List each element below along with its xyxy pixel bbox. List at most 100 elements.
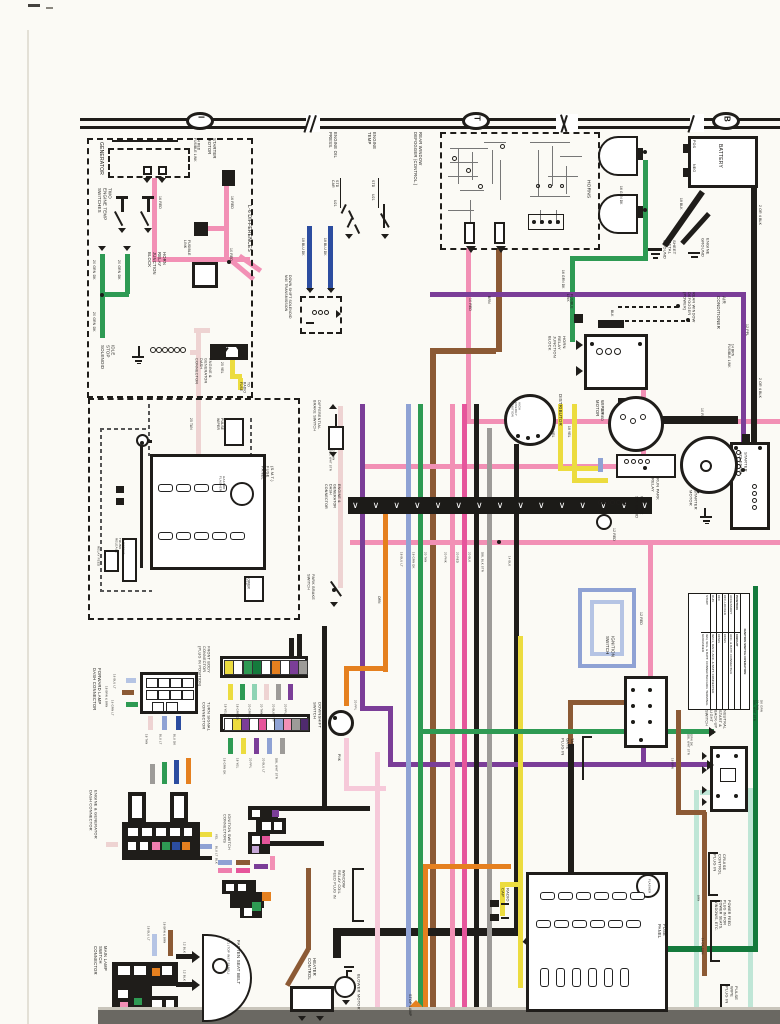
wire-segment (472, 152, 474, 180)
wire-segment (383, 502, 388, 672)
l6-differences-region (87, 138, 253, 398)
wire-segment (344, 966, 354, 968)
wire-segment (496, 248, 502, 352)
wire-segment (350, 540, 780, 545)
wire-segment (448, 210, 474, 212)
wire-segment (166, 1000, 174, 1008)
wire-segment (176, 716, 181, 730)
label-rear-window: REAR WINDOW DEFOGGER (POWER) (682, 292, 696, 323)
label-18-yel: 18 YEL (566, 426, 571, 438)
connector-arrow: ∨ (538, 500, 545, 510)
junction-dot (100, 293, 104, 297)
circle-symbol (610, 500, 615, 505)
arrowhead (329, 452, 337, 457)
connector-cell (170, 690, 182, 700)
wire-segment (27, 30, 29, 1024)
wire-segment (172, 842, 180, 850)
wire-segment (708, 852, 710, 896)
junction-dot (556, 220, 560, 224)
circle-symbol (162, 347, 168, 353)
label-starter-motor: STARTER MOTOR (688, 490, 699, 510)
wire-segment (162, 762, 167, 784)
junction-dot (590, 342, 594, 346)
fuse-pill (594, 892, 609, 900)
band-node-3 (712, 112, 740, 130)
label-dbl-wht: DBL WHT STR (274, 758, 279, 780)
wire-segment (378, 178, 380, 208)
junction-dot (741, 468, 745, 472)
label-stop-lamp: STOP LAMP (408, 994, 413, 1017)
connector-cell (146, 690, 158, 700)
fuse-pill (540, 892, 555, 900)
wire-segment (100, 428, 102, 592)
wire-segment (683, 168, 689, 177)
wire-segment (162, 966, 172, 975)
label-20-blk: 20 BLK (467, 552, 472, 563)
arrowhead (158, 178, 166, 183)
wire-segment (148, 404, 150, 456)
connector-cell (182, 678, 194, 688)
wire-segment (307, 226, 312, 290)
wire-segment (518, 636, 523, 988)
circle-symbol (318, 310, 323, 315)
circle-symbol (604, 500, 609, 505)
wire-segment (118, 966, 130, 975)
wire-segment (236, 868, 250, 873)
wire-segment (135, 360, 142, 362)
junction-dot (631, 688, 635, 692)
label-pnk: PNK (336, 754, 341, 762)
label-20-grn: 20 GRN DK (92, 260, 97, 280)
junction-dot (516, 434, 520, 438)
wire-segment (267, 738, 272, 754)
wire-segment (700, 516, 712, 519)
component-box (720, 768, 736, 782)
wire-segment (748, 788, 753, 1024)
circle-symbol (631, 459, 636, 464)
wire-segment (241, 738, 246, 754)
wire-segment (100, 428, 148, 430)
label-engine-ground: ENGINE GROUND (700, 238, 711, 257)
label-main-lamp: MAIN LAMP SWITCH CONNECTOR (92, 946, 108, 975)
smt-fuse-panel-region (88, 398, 300, 620)
wire-segment (648, 544, 653, 678)
wire-segment (125, 254, 130, 294)
connector-arrow: ∨ (641, 500, 648, 510)
wire-segment (254, 864, 268, 869)
label-downshift-switch: DOWNSHIFT SWITCH (312, 702, 323, 729)
circle-symbol (180, 347, 186, 353)
circle-symbol (752, 498, 757, 503)
wire-segment (598, 320, 624, 328)
arrowhead (330, 602, 338, 607)
label-u21: U21 (333, 200, 338, 207)
wire-segment (352, 868, 354, 922)
fuse-pill (630, 892, 645, 900)
wire-segment (280, 738, 285, 754)
label-u21-top: U21 (TOP INST PANEL) (226, 938, 231, 975)
wire-segment (196, 332, 201, 456)
wire-segment (751, 188, 757, 444)
engine-generator-dash-connector-bar: ∨∨∨∨∨∨∨∨∨∨∨∨∨∨∨ (348, 497, 652, 514)
junction-dot (734, 446, 738, 450)
label-engine-: ENGINE & GENERATOR DASH CONNECTOR (88, 790, 99, 839)
wire-segment (128, 842, 136, 850)
wire-segment (322, 626, 327, 810)
wire-segment (618, 320, 690, 323)
wire-segment (138, 346, 140, 356)
label-20-ppl: 20 PPL (283, 704, 288, 715)
fuse-pill (554, 920, 569, 928)
wire-segment (360, 464, 646, 469)
junction-dot (532, 220, 536, 224)
wire-segment (388, 762, 712, 767)
circle-symbol (616, 500, 621, 505)
label-two-engine: TWO ENGINE TEMP SWITCHES (97, 188, 113, 221)
wire-segment (540, 210, 542, 224)
circle-symbol (560, 184, 564, 188)
wire-segment (106, 842, 118, 847)
label-smt-fuse: (S.M.T.) FUSE PANEL (260, 466, 276, 482)
circle-symbol (624, 459, 629, 464)
arrowhead (123, 246, 131, 251)
label-flasher: FLASHER (647, 879, 652, 894)
circle-symbol (466, 168, 471, 173)
fuse-pill (620, 968, 629, 987)
